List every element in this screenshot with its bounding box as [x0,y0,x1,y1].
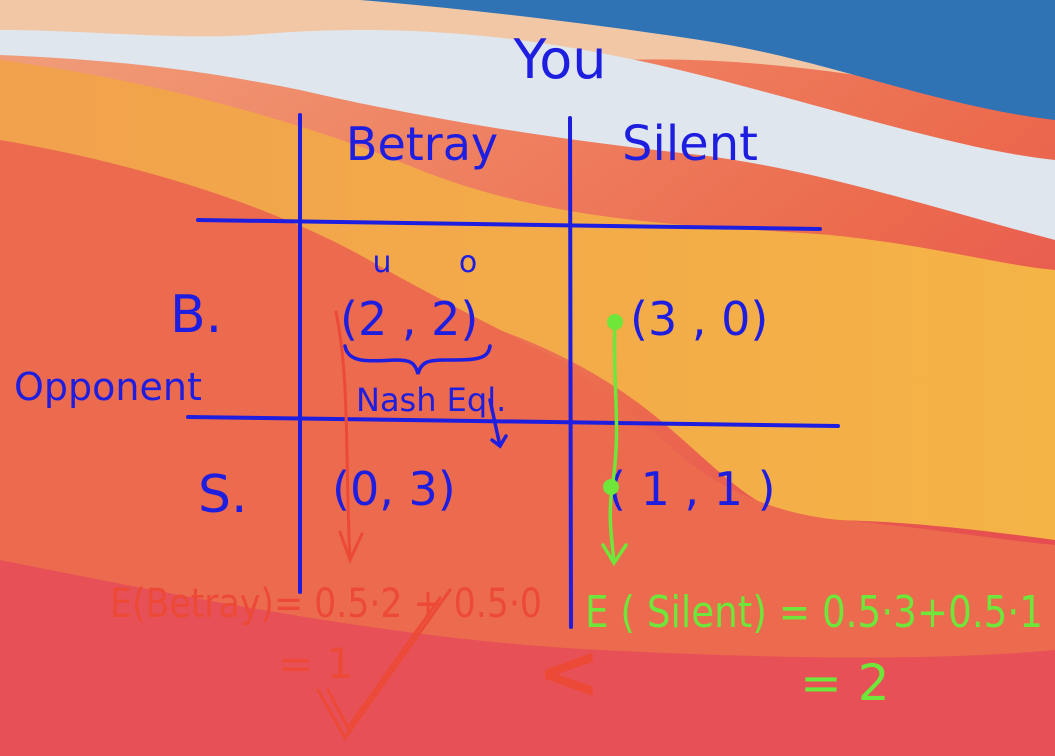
nash-arrow [488,398,508,449]
expected-silent-result: = 2 [800,654,890,712]
grid-horizontal-top [196,218,822,231]
nash-brace [343,344,508,449]
expected-betray-formula: E(Betray)= 0.5·2 + 0.5·0 [110,581,542,627]
cell-silent-silent: ( 1 , 1 ) [608,462,776,516]
betray-arrow [334,310,364,564]
row-player-label: Opponent [14,365,202,409]
silent-arrow [601,320,628,567]
column-header-betray: Betray [346,117,498,171]
payoff-header-right: o [459,245,477,280]
row-header-betray: B. [170,285,222,345]
silent-dot-top [607,314,623,330]
grid-vertical-right [568,116,573,629]
expected-silent-formula: E ( Silent) = 0.5·3+0.5·1 [585,587,1043,638]
cell-betray-betray: (2 , 2) [340,292,478,346]
grid-horizontal-middle [186,415,840,428]
cell-silent-betray: (0, 3) [332,462,456,516]
comparison-symbol: < [537,627,601,716]
silent-dot-bottom [603,479,619,495]
check-mark [316,588,452,741]
column-player-label: You [512,28,606,91]
cell-betray-silent: (3 , 0) [630,292,768,346]
nash-equilibrium-label: Nash Eql. [356,381,506,419]
payoff-header-left: u [372,245,391,280]
matrix-grid [186,113,840,629]
row-header-silent: S. [198,465,248,525]
expected-betray-result: = 1 [278,639,353,688]
column-header-silent: Silent [622,116,758,172]
